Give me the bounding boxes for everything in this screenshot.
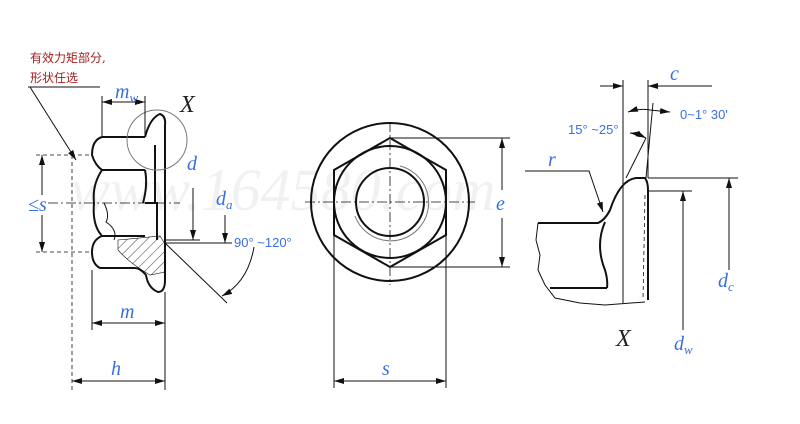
dim-dw: dw: [674, 333, 693, 357]
dim-h: h: [111, 358, 121, 380]
angle-face: 0~1° 30': [680, 107, 728, 122]
angle-flange: 15° ~25°: [568, 122, 619, 137]
front-view: e s: [305, 122, 510, 388]
note-leader: [29, 86, 77, 161]
detail-x-caption: X: [615, 326, 632, 352]
flange-circle: [310, 122, 470, 282]
dim-mw: mw: [115, 81, 138, 105]
dim-dc: dc: [718, 270, 734, 294]
dim-s: s: [382, 358, 390, 380]
dim-m: m: [120, 301, 134, 323]
dim-s-max: ≤s: [28, 194, 47, 216]
detail-x-view: c 0~1° 30' 15° ~25° r dc dw X: [525, 63, 738, 357]
dim-e: e: [496, 193, 505, 215]
note-line-1: 有效力矩部分,: [30, 50, 106, 65]
bore-circle: [355, 167, 425, 237]
angle-chamfer: 90° ~120°: [234, 235, 292, 250]
torque-note: 有效力矩部分, 形状任选: [28, 50, 106, 161]
side-view: X mw ≤s d da 90° ~120° m h: [28, 81, 292, 390]
watermark: www.164580.com: [70, 157, 496, 223]
dim-da: da: [216, 188, 233, 212]
dim-c: c: [670, 63, 679, 85]
dim-d: d: [187, 153, 198, 175]
detail-x-circle: [126, 109, 188, 171]
note-line-2: 形状任选: [30, 71, 78, 85]
dim-r: r: [548, 149, 556, 171]
detail-x-label: X: [179, 92, 196, 118]
